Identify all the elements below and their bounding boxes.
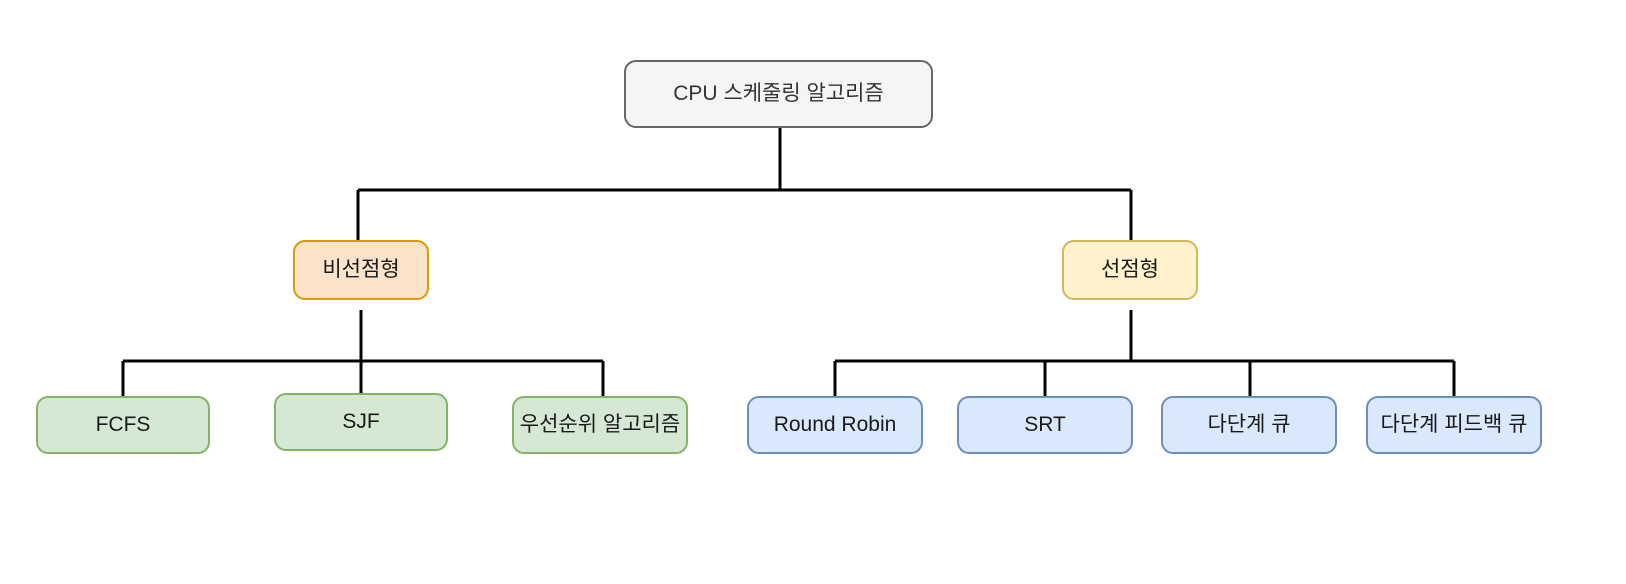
node-preemptive-label: 선점형 — [1101, 258, 1159, 282]
node-preemptive[interactable]: 선점형 — [1062, 240, 1198, 300]
node-priority-label: 우선순위 알고리즘 — [519, 413, 681, 437]
node-root-label: CPU 스케줄링 알고리즘 — [673, 82, 884, 106]
node-multilevel-queue[interactable]: 다단계 큐 — [1161, 396, 1337, 454]
node-round-robin-label: Round Robin — [773, 413, 897, 437]
node-sjf-label: SJF — [342, 410, 380, 434]
node-round-robin[interactable]: Round Robin — [747, 396, 923, 454]
node-multilevel-queue-label: 다단계 큐 — [1207, 413, 1291, 437]
node-srt[interactable]: SRT — [957, 396, 1133, 454]
node-fcfs[interactable]: FCFS — [36, 396, 210, 454]
node-fcfs-label: FCFS — [95, 413, 151, 437]
node-srt-label: SRT — [1024, 413, 1066, 437]
node-priority[interactable]: 우선순위 알고리즘 — [512, 396, 688, 454]
node-non-preemptive[interactable]: 비선점형 — [293, 240, 429, 300]
node-root[interactable]: CPU 스케줄링 알고리즘 — [624, 60, 933, 128]
node-multilevel-feedback-queue-label: 다단계 피드백 큐 — [1380, 413, 1528, 437]
node-non-preemptive-label: 비선점형 — [322, 258, 400, 282]
node-multilevel-feedback-queue[interactable]: 다단계 피드백 큐 — [1366, 396, 1542, 454]
node-sjf[interactable]: SJF — [274, 393, 448, 451]
